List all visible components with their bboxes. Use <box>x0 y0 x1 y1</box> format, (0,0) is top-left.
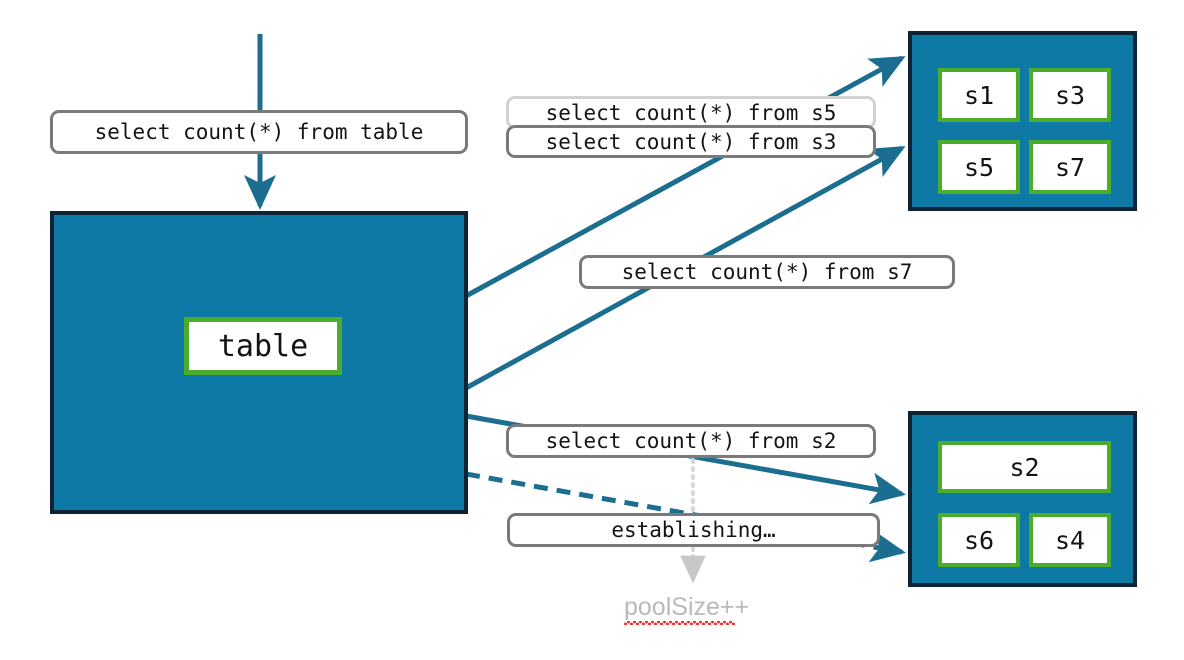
pool-size-annotation[interactable]: poolSize++ <box>624 593 750 625</box>
shard-node-s5[interactable]: s5 <box>938 140 1020 194</box>
shard-node-s1[interactable]: s1 <box>938 68 1020 122</box>
query-label-source[interactable]: select count(*) from table <box>50 110 468 154</box>
shard-node-s2[interactable]: s2 <box>938 441 1111 493</box>
shard-node-s7[interactable]: s7 <box>1029 140 1111 194</box>
bottom-shard-group[interactable]: s2 s6 s4 <box>908 411 1137 587</box>
source-table-group[interactable]: table <box>50 211 468 514</box>
status-label-establishing[interactable]: establishing… <box>507 513 880 547</box>
shard-node-s6[interactable]: s6 <box>938 513 1020 567</box>
query-label-s3[interactable]: select count(*) from s3 <box>506 125 876 158</box>
shard-node-s3[interactable]: s3 <box>1029 68 1111 122</box>
top-shard-group[interactable]: s1 s3 s5 s7 <box>908 31 1137 211</box>
table-node[interactable]: table <box>184 317 342 375</box>
shard-node-s4[interactable]: s4 <box>1029 513 1111 567</box>
query-label-s7[interactable]: select count(*) from s7 <box>579 255 955 289</box>
spellcheck-underline-icon <box>624 621 736 625</box>
pool-size-annotation-text: poolSize++ <box>624 593 750 621</box>
query-label-s2[interactable]: select count(*) from s2 <box>506 424 876 458</box>
